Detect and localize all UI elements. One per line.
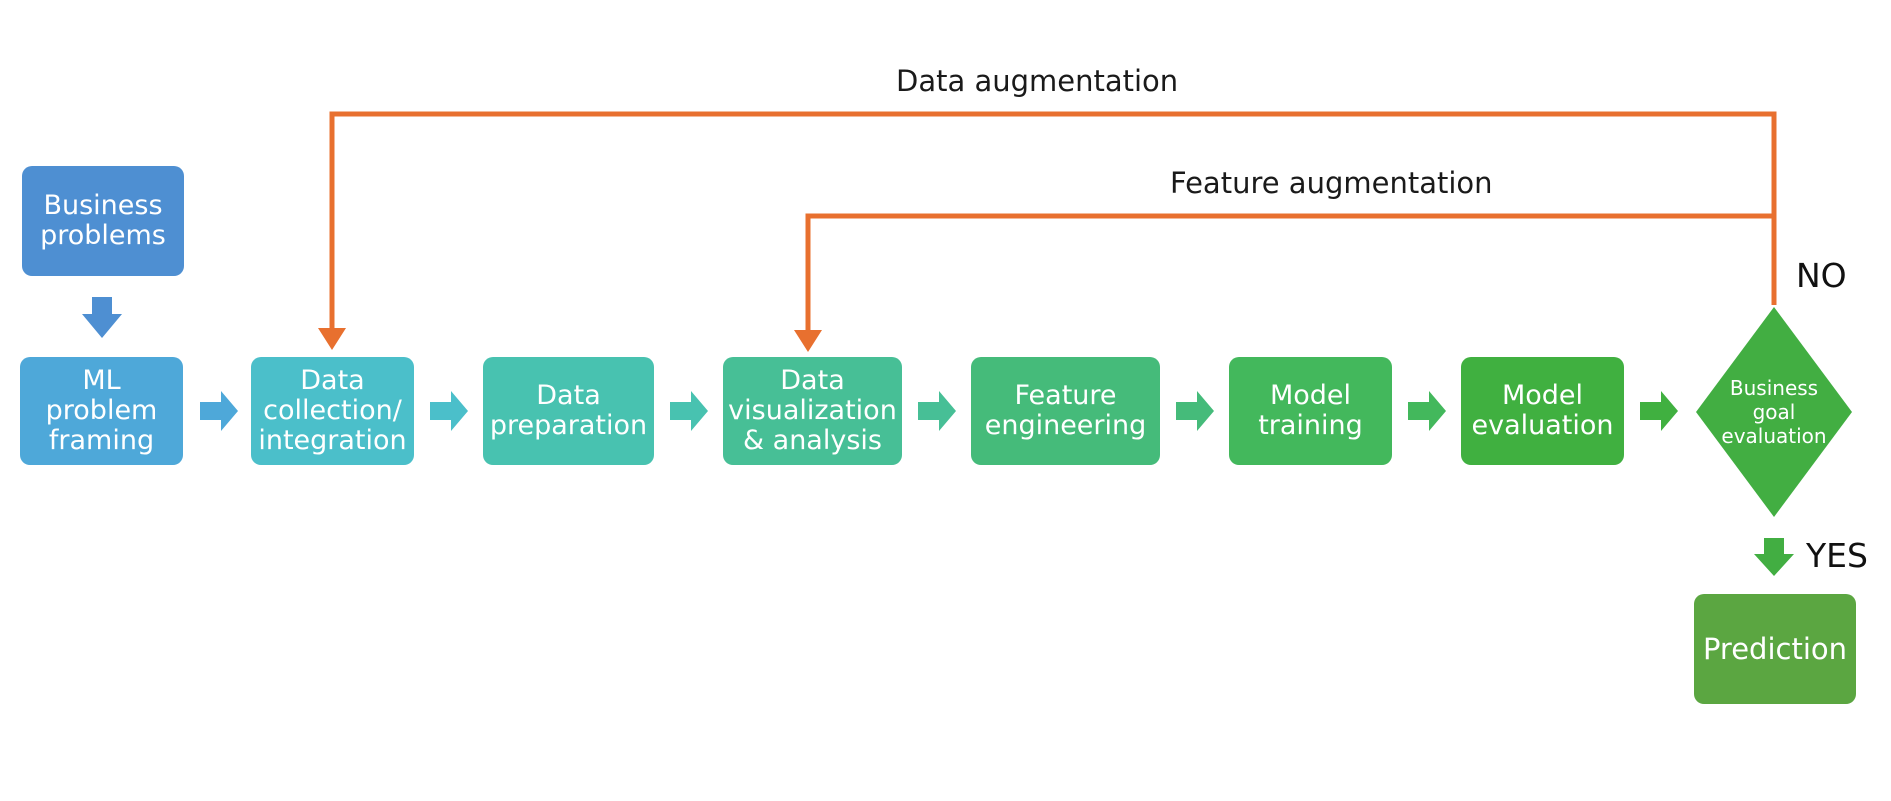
data-augmentation-arrowhead xyxy=(318,328,346,350)
data-preparation-box: Data preparation xyxy=(483,357,654,465)
feature-augmentation-label: Feature augmentation xyxy=(1170,166,1493,200)
flow-arrow-down-1 xyxy=(82,297,122,338)
business-problems-text: Business problems xyxy=(40,189,166,251)
decision-diamond xyxy=(1696,307,1852,517)
flow-arrow-right-2 xyxy=(430,391,468,431)
yes-label: YES xyxy=(1806,536,1868,575)
business-problems-box: Business problems xyxy=(22,166,184,276)
prediction-text: Prediction xyxy=(1702,631,1848,666)
data-augmentation-label: Data augmentation xyxy=(896,64,1179,98)
model-training-box: Model training xyxy=(1229,357,1392,465)
flow-arrow-right-5 xyxy=(1176,391,1214,431)
feature-engineering-text: Feature engineering xyxy=(984,379,1147,441)
data-collection-text: Data collection/ integration xyxy=(258,364,407,457)
flow-arrow-right-4 xyxy=(918,391,956,431)
model-evaluation-text: Model evaluation xyxy=(1471,379,1614,441)
data-visualization-text: Data visualization & analysis xyxy=(728,364,897,457)
model-evaluation-box: Model evaluation xyxy=(1461,357,1624,465)
flow-arrow-right-6 xyxy=(1408,391,1446,431)
data-preparation-text: Data preparation xyxy=(489,379,648,441)
feature-augmentation-loop-line xyxy=(805,213,1774,330)
feature-augmentation-arrowhead xyxy=(794,330,822,352)
prediction-box: Prediction xyxy=(1694,594,1856,704)
ml-problem-framing-text: ML problem framing xyxy=(45,364,158,457)
model-training-text: Model training xyxy=(1258,379,1363,441)
data-augmentation-loop-line xyxy=(329,111,1777,328)
feature-engineering-box: Feature engineering xyxy=(971,357,1160,465)
data-collection-box: Data collection/ integration xyxy=(251,357,414,465)
business-goal-evaluation-text: Business goal evaluation xyxy=(1721,376,1827,448)
flow-arrow-right-3 xyxy=(670,391,708,431)
flow-arrow-right-1 xyxy=(200,391,238,431)
flow-arrow-right-7 xyxy=(1640,391,1678,431)
ml-problem-framing-box: ML problem framing xyxy=(20,357,183,465)
flow-arrow-down-yes xyxy=(1754,538,1794,576)
no-label: NO xyxy=(1796,256,1847,295)
data-visualization-box: Data visualization & analysis xyxy=(723,357,902,465)
